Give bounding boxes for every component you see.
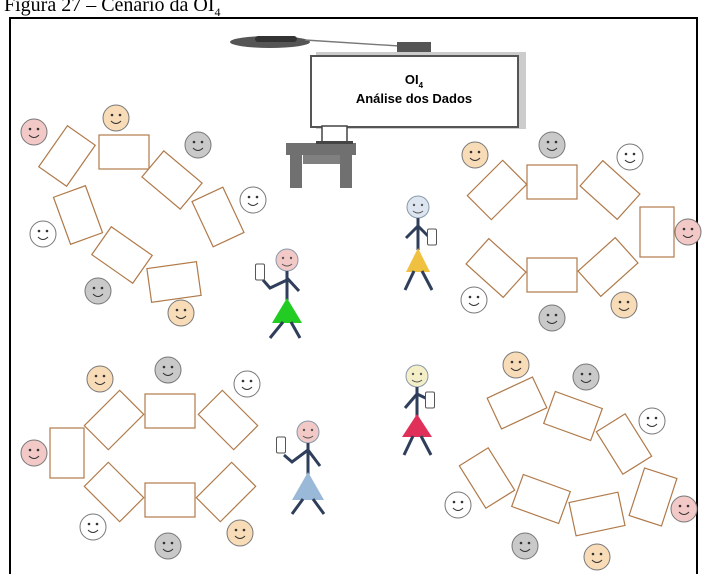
student-face-icon (154, 532, 182, 560)
student-face-icon (84, 277, 112, 305)
student-face-icon (461, 141, 489, 169)
person-yellow-dress-icon (403, 195, 437, 291)
student-face-icon (460, 286, 488, 314)
student-face-icon (583, 543, 611, 571)
desk-group-top-right (465, 159, 675, 298)
student-face-icon (29, 220, 57, 248)
whiteboard: OI4 Análise dos Dados (310, 52, 526, 129)
student-face-icon (502, 351, 530, 379)
student-face-icon (154, 356, 182, 384)
student-face-icon (538, 304, 566, 332)
desk-group-bottom-left (49, 389, 259, 523)
figure-caption: Figura 27 – Cenário da OI4 (4, 0, 221, 20)
student-face-icon (79, 513, 107, 541)
student-face-icon (616, 143, 644, 171)
student-face-icon (233, 370, 261, 398)
student-face-icon (184, 131, 212, 159)
student-face-icon (167, 299, 195, 327)
person-green-dress-icon (255, 248, 302, 339)
student-face-icon (610, 291, 638, 319)
student-face-icon (226, 519, 254, 547)
student-face-icon (86, 365, 114, 393)
student-face-icon (511, 532, 539, 560)
figure-frame (9, 17, 698, 574)
student-face-icon (670, 495, 698, 523)
desk-group-top-left (38, 125, 245, 303)
whiteboard-subtitle: Análise dos Dados (356, 91, 472, 106)
student-face-icon (239, 186, 267, 214)
student-face-icon (638, 407, 666, 435)
student-face-icon (102, 104, 130, 132)
laptop-icon (316, 125, 353, 144)
student-faces (20, 104, 702, 571)
caption-text: Figura 27 – Cenário da OI (4, 0, 215, 16)
student-face-icon (674, 218, 702, 246)
desk-group-bottom-right (458, 376, 678, 537)
student-face-icon (572, 363, 600, 391)
projector-icon (230, 36, 431, 53)
person-blue-dress-icon (276, 420, 326, 515)
whiteboard-title: OI4 (405, 72, 424, 90)
person-red-dress-icon (402, 364, 435, 456)
student-face-icon (444, 491, 472, 519)
student-face-icon (20, 439, 48, 467)
student-face-icon (20, 118, 48, 146)
teacher-desk-icon (286, 143, 356, 188)
student-face-icon (538, 131, 566, 159)
caption-subscript: 4 (214, 5, 221, 19)
